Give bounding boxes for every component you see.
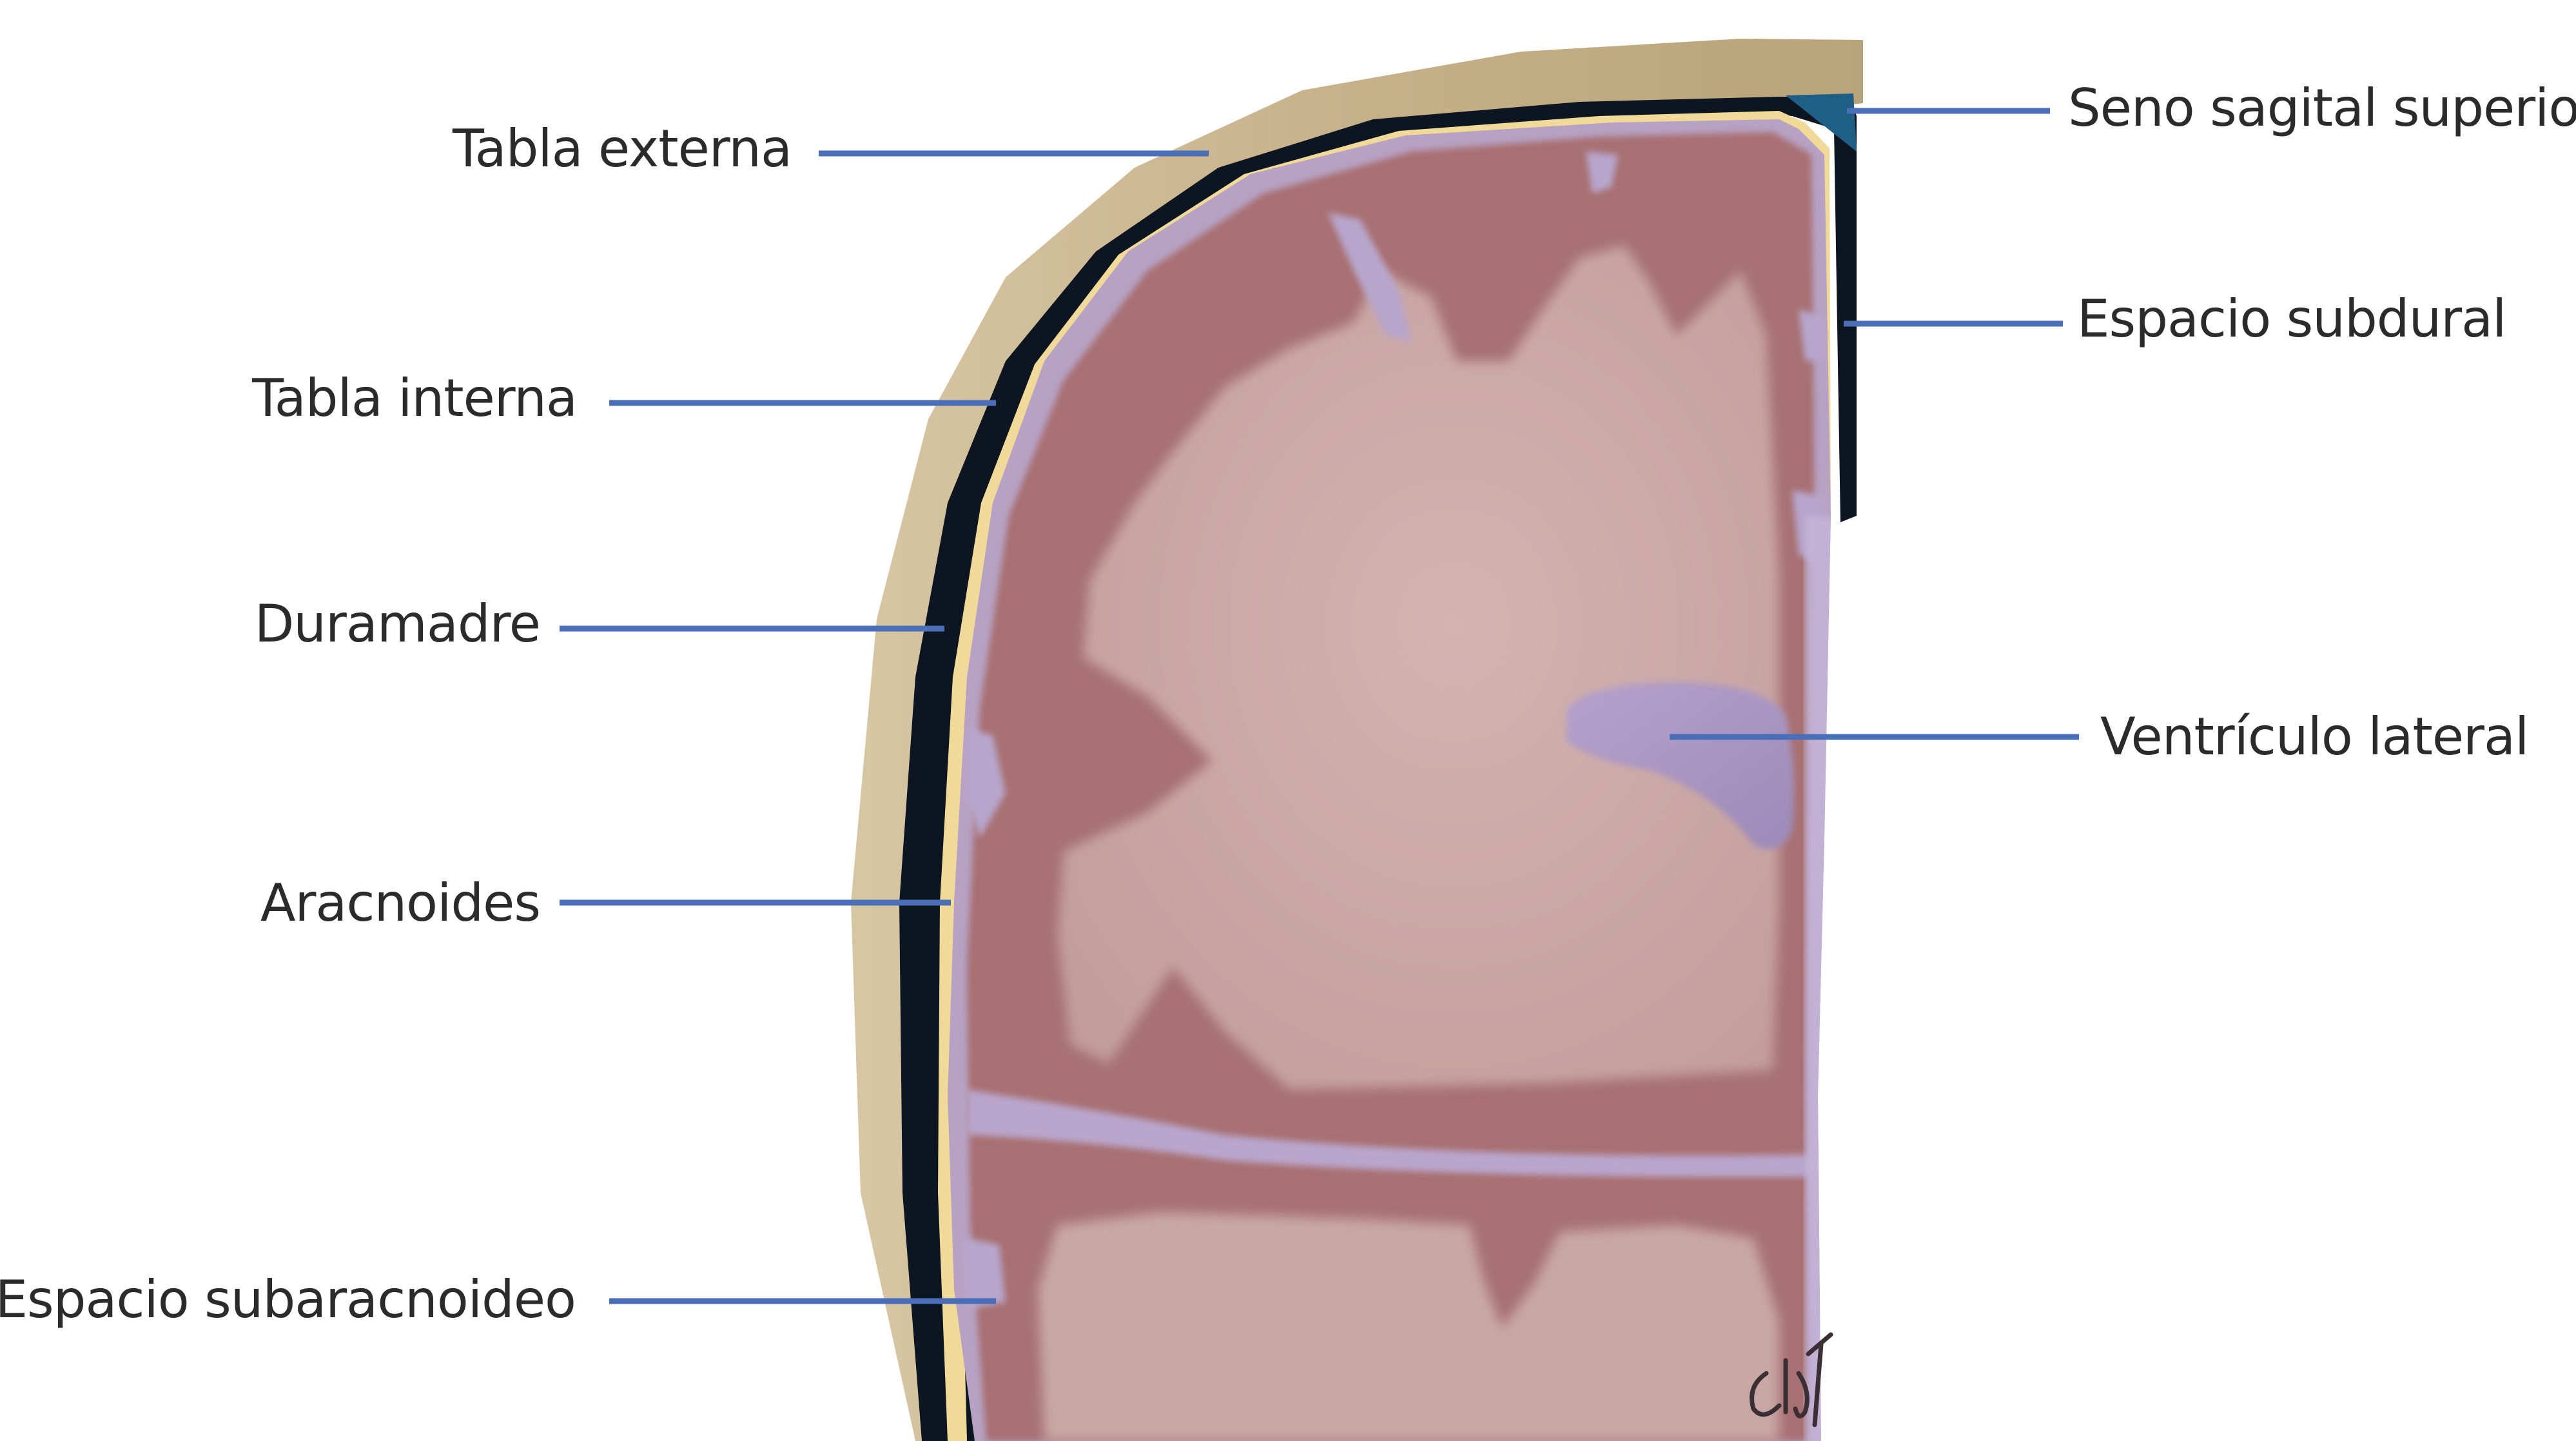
label-tabla-externa: Tabla externa: [452, 119, 792, 179]
label-aracnoides: Aracnoides: [260, 873, 540, 933]
label-seno-sagital-superior: Seno sagital superior: [2068, 78, 2576, 138]
label-espacio-subdural: Espacio subdural: [2077, 289, 2506, 349]
label-tabla-interna: Tabla interna: [251, 368, 577, 428]
label-espacio-subaracnoideo: Espacio subaracnoideo: [0, 1269, 576, 1329]
label-ventriculo-lateral: Ventrículo lateral: [2100, 707, 2528, 767]
label-duramadre: Duramadre: [255, 594, 540, 654]
